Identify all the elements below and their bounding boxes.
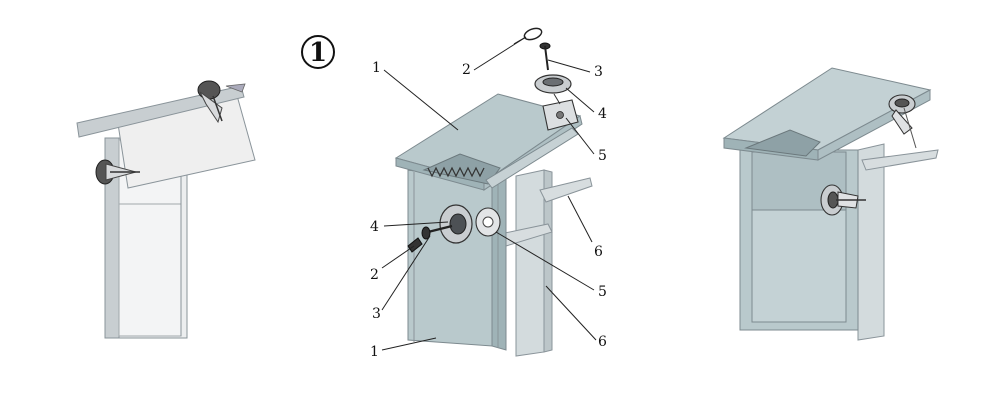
right-view <box>722 67 939 341</box>
callout-3-top: 3 <box>594 64 603 80</box>
callout-1-bottom: 1 <box>370 344 379 360</box>
shelf-panel-6 <box>539 177 593 203</box>
right-shelf <box>861 149 939 171</box>
step-number: 1 <box>309 38 327 68</box>
left-view <box>76 80 256 339</box>
callout-6-lower: 6 <box>598 334 607 350</box>
callout-5-side: 5 <box>598 284 607 300</box>
hinge-strip <box>427 166 485 178</box>
front-panel-1 <box>407 169 493 347</box>
callout-2-side: 2 <box>370 267 379 283</box>
center-view: 1 <box>301 27 607 360</box>
left-panel-lower <box>118 203 182 337</box>
side-hardware <box>407 204 501 253</box>
callout-4-side: 4 <box>370 219 379 235</box>
left-lid-bar <box>76 85 245 138</box>
callout-2-top: 2 <box>462 62 471 78</box>
cap-2-side <box>407 237 423 253</box>
side-panel-6 <box>515 169 545 357</box>
callout-1-top: 1 <box>372 60 381 76</box>
step-number-circle <box>301 35 335 69</box>
right-top-hinge <box>888 94 917 149</box>
right-side-panel <box>857 143 885 341</box>
right-side-hinge <box>820 184 866 216</box>
left-side-hinge <box>95 159 140 185</box>
callout-5-top: 5 <box>598 148 607 164</box>
callout-6-upper: 6 <box>594 244 603 260</box>
callout-3-side: 3 <box>372 306 381 322</box>
callout-4-top: 4 <box>598 106 607 122</box>
cap-2-top <box>523 27 543 41</box>
leader-lines <box>381 36 597 351</box>
left-top-hinge <box>197 80 246 124</box>
screw-3-side <box>427 224 453 234</box>
